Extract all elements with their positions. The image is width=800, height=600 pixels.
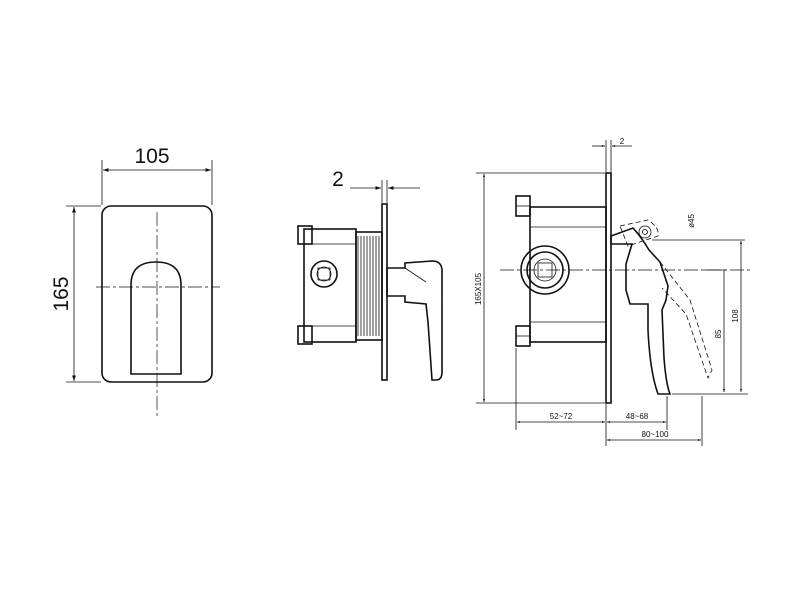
- depth-48-68-label: 48~68: [626, 412, 649, 421]
- section-view: 165X105 2 ø45 108 85 52~72 48~68 80~100: [474, 137, 750, 446]
- threaded-cartridge: [355, 231, 383, 341]
- side-view: 2: [297, 168, 443, 381]
- width-dimension-label: 105: [134, 145, 169, 168]
- knob-ring: [619, 219, 659, 247]
- front-view: 105 165: [50, 145, 220, 418]
- lever-handle-side: [386, 260, 443, 381]
- height-108-label: 108: [731, 309, 740, 323]
- depth-52-72-label: 52~72: [550, 412, 573, 421]
- depth-80-100-label: 80~100: [642, 430, 669, 439]
- height-dimension-label: 165: [50, 276, 73, 311]
- plate-thickness-label-section: 2: [620, 137, 625, 146]
- lever-handle-front: [130, 261, 182, 375]
- lever-handle-section: [610, 227, 672, 395]
- lever-alternate-position: [659, 261, 713, 380]
- cover-plate-section: [605, 172, 612, 404]
- inlet-port-side: [310, 260, 338, 288]
- knob-diameter-label: ø45: [687, 214, 696, 228]
- plate-thickness-label: 2: [332, 168, 344, 191]
- plate-size-label: 165X105: [474, 272, 483, 305]
- height-85-label: 85: [714, 329, 723, 338]
